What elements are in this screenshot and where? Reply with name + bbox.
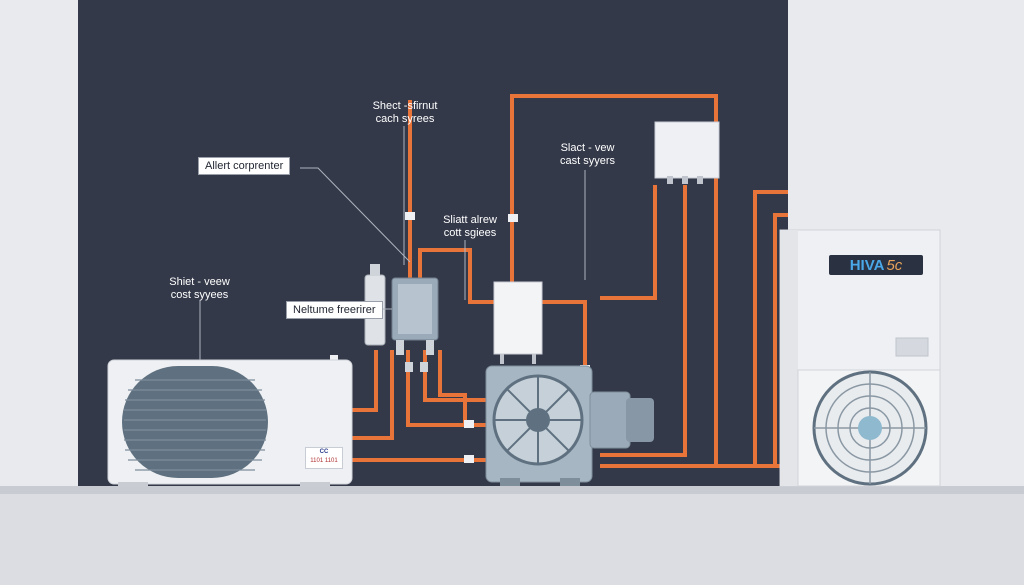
label-left-line1: Shiet - veew xyxy=(169,276,230,288)
label-right-upper-line2: cast syyers xyxy=(559,155,615,167)
label-mid-center-line1: Sliatt alrew xyxy=(443,214,497,226)
pipe-right-hi xyxy=(753,190,788,466)
pipe-to-compressor xyxy=(406,350,486,427)
pipe-unit-upper xyxy=(352,350,378,412)
callout-nature-freezer: Neltume freerirer xyxy=(286,301,383,319)
pipe-right-mid xyxy=(773,213,788,466)
label-mid-center-line2: cott sgiees xyxy=(443,227,497,239)
pipe-loop-small xyxy=(438,350,467,425)
label-right-upper-line1: Slact - vew xyxy=(560,142,615,154)
unit-display xyxy=(895,337,929,357)
motor-housing xyxy=(589,391,631,449)
leader-lines xyxy=(199,126,586,360)
label-top-center-line1: Shect -sfirnut xyxy=(372,100,438,112)
pipe-panel-down xyxy=(600,185,687,457)
pipe-unit-mid xyxy=(352,350,394,440)
grille-lines xyxy=(124,379,266,471)
brand-suffix: 5c xyxy=(886,256,903,274)
floor xyxy=(0,486,1024,585)
label-right-upper: Slact - vew cast syyers xyxy=(545,142,630,168)
tag-line1: CC xyxy=(319,449,329,455)
floor-edge xyxy=(0,486,1024,494)
label-left: Shiet - veew cost syyees xyxy=(152,276,247,302)
brand-main: HIVA xyxy=(849,256,885,274)
tag-line2: 1101 1101 xyxy=(310,458,338,464)
pipe-to-coil xyxy=(418,248,494,304)
label-left-line2: cost syyees xyxy=(170,289,229,301)
label-top-center-line2: cach syrees xyxy=(375,113,435,125)
brand-badge: HIVA 5c xyxy=(829,255,923,275)
outdoor-unit-grille xyxy=(122,366,268,478)
label-mid-center: Sliatt alrew cott sgiees xyxy=(425,214,515,240)
control-panel xyxy=(654,121,720,179)
outdoor-unit-tag: CC 1101 1101 xyxy=(305,447,343,469)
pipe-loop-top xyxy=(510,94,718,468)
pipe-coil-right xyxy=(540,300,587,372)
expansion-valve-box xyxy=(493,281,543,355)
callout-alert-compressor: Allert corprenter xyxy=(198,157,291,175)
pipe-panel-left xyxy=(600,185,657,300)
label-top-center: Shect -sfirnut cach syrees xyxy=(350,100,460,126)
refrigerant-pipes xyxy=(352,94,788,468)
